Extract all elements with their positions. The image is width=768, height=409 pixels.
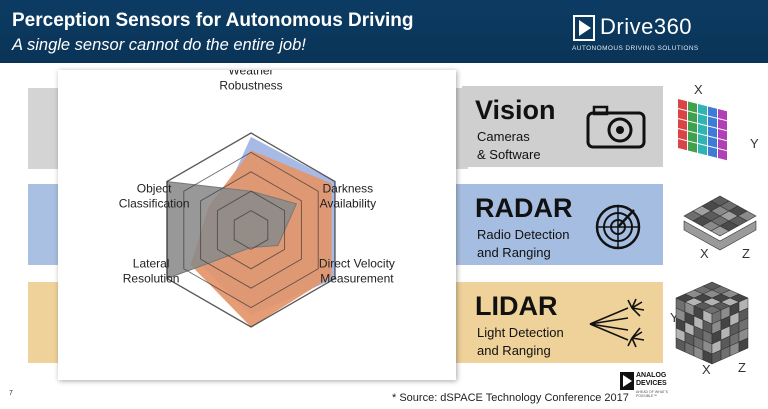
page-subtitle: A single sensor cannot do the entire job… bbox=[12, 36, 306, 54]
vision-grid-cell bbox=[718, 138, 727, 151]
vision-grid-cell bbox=[708, 126, 717, 138]
lidar-line1: Light Detection bbox=[477, 325, 564, 340]
vision-line1: Cameras bbox=[477, 129, 530, 144]
radar-grid-tile bbox=[710, 225, 730, 237]
vision-grid-cell bbox=[688, 101, 697, 113]
vision-grid-cell bbox=[718, 148, 727, 161]
vision-grid-cell bbox=[678, 138, 687, 151]
vision-grid-cell bbox=[678, 118, 687, 131]
vision-grid-cell bbox=[708, 146, 717, 158]
vision-grid-cell bbox=[688, 141, 697, 153]
radar-line2: and Ranging bbox=[477, 245, 551, 260]
radar-axis-x: X bbox=[700, 246, 709, 261]
source-note: * Source: dSPACE Technology Conference 2… bbox=[392, 392, 629, 404]
radar-line1: Radio Detection bbox=[477, 227, 570, 242]
vision-grid-cell bbox=[698, 113, 707, 126]
adi-triangle-icon bbox=[620, 372, 634, 390]
adi-tagline: AHEAD OF WHAT'S POSSIBLE™ bbox=[636, 390, 668, 398]
vision-grid-cell bbox=[698, 133, 707, 146]
radar-point-grid-figure: X Z bbox=[683, 195, 757, 261]
vision-grid-cell bbox=[708, 136, 717, 148]
vision-grid-cell bbox=[678, 128, 687, 141]
laser-icon bbox=[589, 298, 645, 348]
radar-box: RADAR Radio Detection and Ranging bbox=[462, 184, 663, 265]
vision-grid-cell bbox=[698, 123, 707, 136]
vision-grid-cell bbox=[678, 98, 687, 111]
analog-devices-logo: ANALOG DEVICES AHEAD OF WHAT'S POSSIBLE™ bbox=[620, 370, 680, 400]
vision-grid-cell bbox=[718, 118, 727, 131]
vision-grid-cell bbox=[708, 116, 717, 128]
vision-grid-cell bbox=[718, 108, 727, 121]
vision-axis-x: X bbox=[694, 82, 703, 97]
page-title: Perception Sensors for Autonomous Drivin… bbox=[12, 10, 414, 31]
logo-name: Drive360 bbox=[600, 14, 693, 39]
drive360-logo: Drive360 AUTONOMOUS DRIVING SOLUTIONS bbox=[572, 12, 762, 56]
radar-grid-ring bbox=[200, 171, 302, 289]
lidar-axis-x: X bbox=[702, 362, 711, 377]
vision-grid-cell bbox=[688, 111, 697, 123]
vision-grid-cell bbox=[698, 103, 707, 116]
vision-title: Vision bbox=[475, 95, 556, 125]
vision-grid-cell bbox=[698, 143, 707, 156]
adi-name-line2: DEVICES bbox=[636, 380, 667, 387]
lidar-voxel-cube-figure: Y X Z bbox=[670, 281, 749, 377]
radar-axis-z: Z bbox=[742, 246, 750, 261]
page-number: 7 bbox=[9, 390, 13, 397]
adi-name: ANALOG DEVICES bbox=[636, 372, 680, 388]
adi-name-line1: ANALOG bbox=[636, 372, 667, 379]
logo-tagline: AUTONOMOUS DRIVING SOLUTIONS bbox=[572, 45, 699, 52]
vision-grid-cell bbox=[688, 121, 697, 133]
camera-image-grid-figure: X Y bbox=[678, 82, 759, 161]
radar-icon bbox=[595, 204, 641, 250]
radar-grid-side bbox=[683, 220, 757, 251]
vision-grid-cell bbox=[718, 128, 727, 141]
vision-grid-cell bbox=[678, 108, 687, 121]
drive360-mark-icon bbox=[573, 15, 595, 41]
vision-line2: & Software bbox=[477, 147, 541, 162]
lidar-axis-z: Z bbox=[738, 360, 746, 375]
radar-grid-ring bbox=[183, 151, 319, 309]
lidar-axis-y: Y bbox=[670, 310, 679, 325]
vision-axis-y: Y bbox=[750, 136, 759, 151]
radar-title: RADAR bbox=[475, 193, 573, 223]
lidar-line2: and Ranging bbox=[477, 343, 551, 358]
vision-box: Vision Cameras & Software bbox=[462, 86, 663, 167]
lidar-box: LIDAR Light Detection and Ranging bbox=[462, 282, 663, 363]
camera-icon bbox=[586, 105, 646, 149]
lidar-title: LIDAR bbox=[475, 291, 558, 321]
vision-grid-cell bbox=[708, 106, 717, 118]
header-banner: Perception Sensors for Autonomous Drivin… bbox=[0, 0, 768, 63]
lidar-voxel bbox=[738, 337, 749, 353]
radar-grid-ring bbox=[233, 210, 269, 250]
radar-grid-ring bbox=[166, 132, 336, 328]
radar-grid-ring bbox=[216, 190, 286, 270]
vision-grid-cell bbox=[688, 131, 697, 143]
